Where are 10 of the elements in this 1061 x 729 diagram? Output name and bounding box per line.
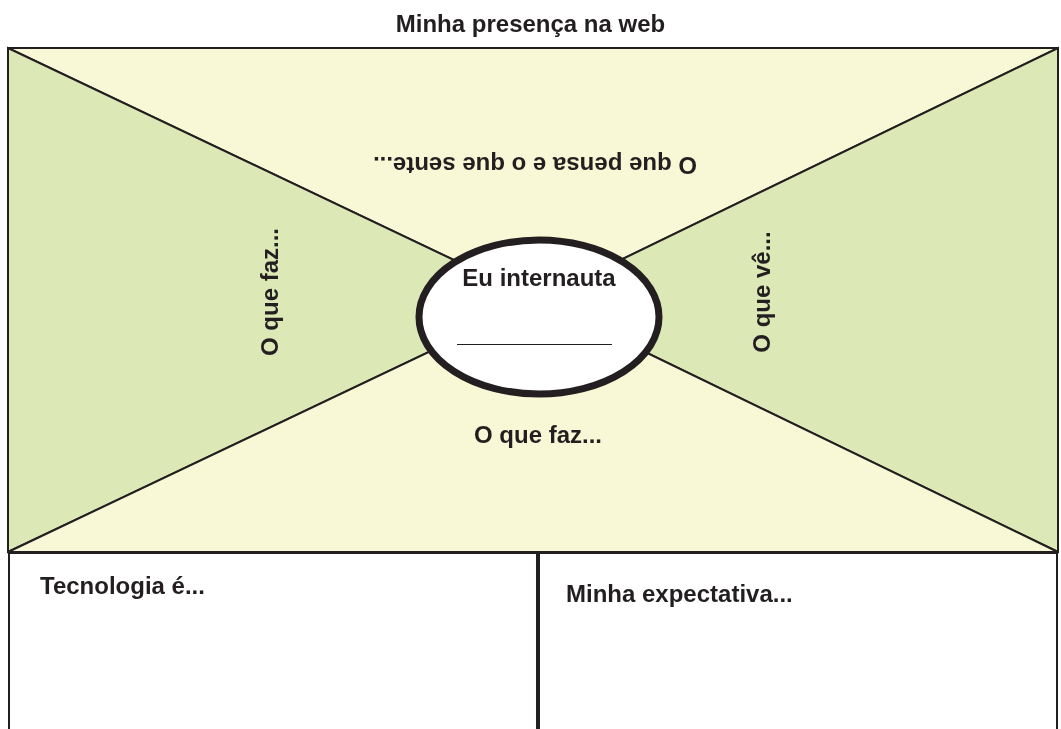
diagram-title: Minha presença na web	[394, 10, 667, 38]
center-heading: Eu internauta	[462, 264, 616, 292]
region-heading: O que pensa e o que sente...	[372, 151, 698, 179]
panel-heading: Tecnologia é...	[40, 572, 205, 600]
region-heading: O que faz...	[256, 228, 284, 356]
region-heading: O que faz...	[474, 421, 602, 449]
region-heading: O que vê...	[748, 231, 776, 353]
text-panel	[8, 552, 538, 729]
text-panel	[538, 552, 1058, 729]
panel-heading: Minha expectativa...	[566, 580, 793, 608]
